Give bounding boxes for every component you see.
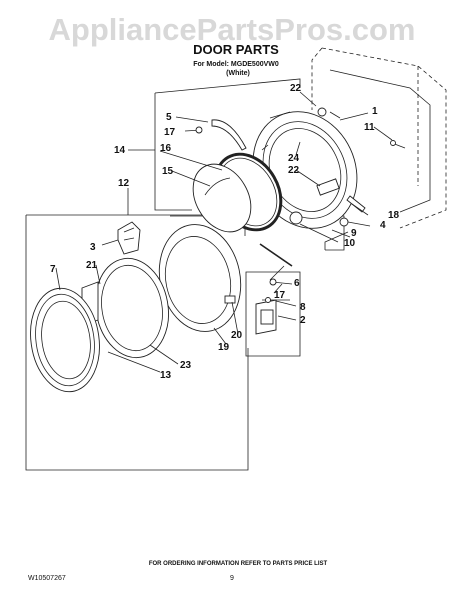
callout-16: 16 xyxy=(160,143,172,154)
door-handle xyxy=(211,119,247,151)
ordering-note: FOR ORDERING INFORMATION REFER TO PARTS … xyxy=(149,561,328,567)
outer-door-ring xyxy=(158,224,242,332)
callout-7: 7 xyxy=(50,264,56,275)
callout-18: 18 xyxy=(388,210,400,221)
callout-1: 1 xyxy=(372,106,378,117)
hinge xyxy=(255,297,290,335)
color-line: (White) xyxy=(226,70,250,77)
model-line: For Model: MGDE500VW0 xyxy=(193,61,279,68)
latch-bracket xyxy=(117,221,141,255)
doc-number: W10507267 xyxy=(28,575,66,582)
callout-10: 10 xyxy=(344,238,356,249)
callout-21: 21 xyxy=(86,260,98,271)
hinge-box xyxy=(245,271,301,357)
screw-17-lower xyxy=(269,278,293,286)
callout-22-upper: 22 xyxy=(290,83,302,94)
callout-9: 9 xyxy=(351,228,357,239)
callout-3: 3 xyxy=(90,242,96,253)
callout-15: 15 xyxy=(162,166,174,177)
page-number: 9 xyxy=(230,575,234,582)
callout-22-lower: 22 xyxy=(288,165,300,176)
latch-parts xyxy=(339,195,366,227)
callout-11: 11 xyxy=(364,122,375,133)
leader-lines xyxy=(55,91,393,373)
diagram-title: DOOR PARTS xyxy=(193,42,279,57)
callout-24: 24 xyxy=(288,153,300,164)
cabinet-outline xyxy=(311,47,447,229)
callout-19: 19 xyxy=(218,342,230,353)
watermark: AppliancePartsPros.com xyxy=(49,12,416,47)
callout-8: 8 xyxy=(300,302,306,313)
callout-14: 14 xyxy=(114,145,126,156)
callout-20: 20 xyxy=(231,330,243,341)
door-glass xyxy=(192,163,252,233)
callout-17-upper: 17 xyxy=(164,127,176,138)
rod-6 xyxy=(259,243,293,267)
callout-4: 4 xyxy=(380,220,386,231)
screw-11 xyxy=(390,140,406,149)
callout-5: 5 xyxy=(166,112,172,123)
callout-2: 2 xyxy=(300,315,306,326)
callout-12: 12 xyxy=(118,178,130,189)
callout-labels: 1 2 3 4 5 6 7 8 9 10 11 12 13 14 15 16 1… xyxy=(50,83,400,381)
callout-13: 13 xyxy=(160,370,172,381)
callout-17-lower: 17 xyxy=(274,290,286,301)
callout-6: 6 xyxy=(294,278,300,289)
screw-17-upper xyxy=(184,126,203,134)
callout-23: 23 xyxy=(180,360,192,371)
outer-door xyxy=(30,287,100,393)
